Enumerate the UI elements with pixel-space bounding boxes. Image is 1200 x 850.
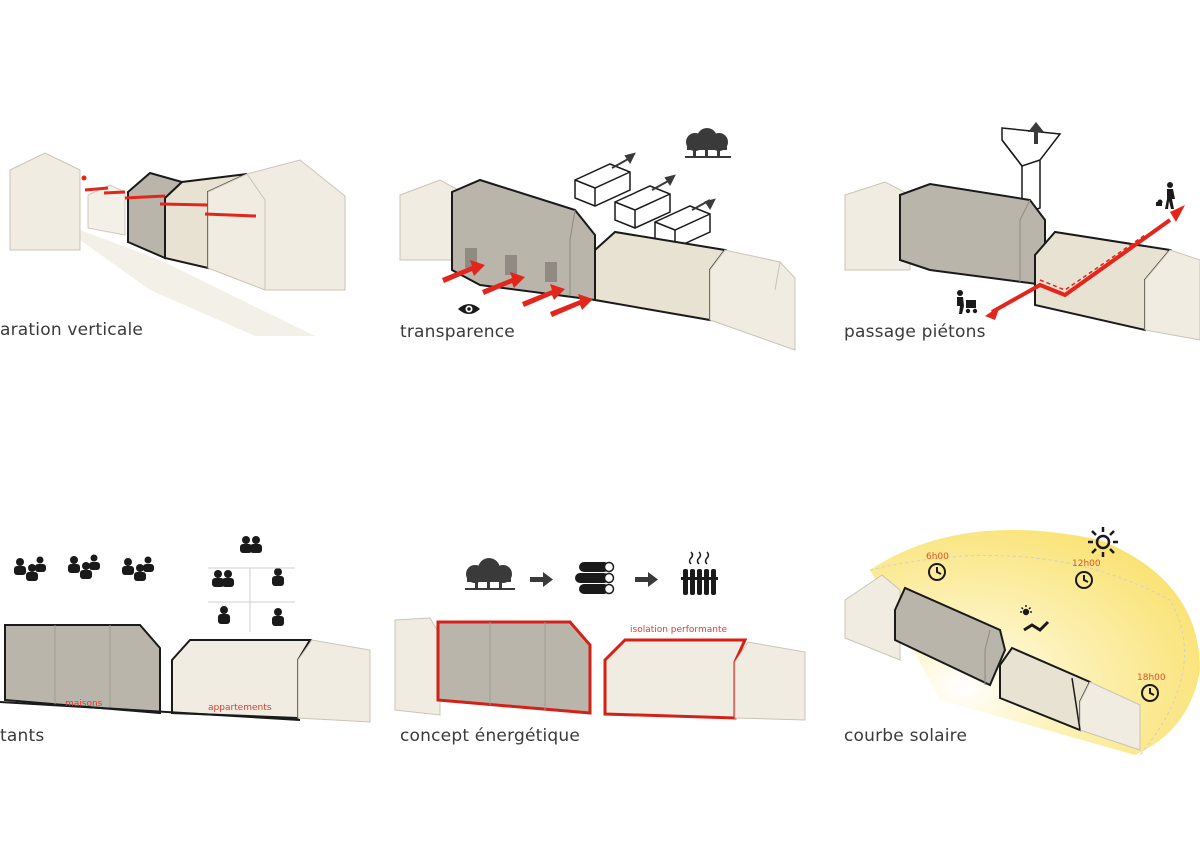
up-arrows	[611, 152, 716, 211]
time-6h: 6h00	[926, 552, 949, 562]
caption-vertical-separation: aration verticale	[0, 320, 144, 340]
panel-passage-pietons: passage piétons	[840, 120, 1200, 360]
caption-transparence: transparence	[400, 322, 515, 342]
arrow-icon	[635, 572, 658, 587]
label-maisons: maisons	[65, 699, 103, 709]
building-insulated-left	[436, 620, 592, 715]
wood-logs-icon	[575, 561, 615, 595]
eye-icon	[458, 304, 480, 314]
solar-curve-diagram: 6h00 12h00 18h00	[844, 527, 1200, 756]
time-12h: 12h00	[1072, 559, 1101, 569]
separation-lines	[84, 186, 257, 218]
pedestrian-icon	[1156, 182, 1175, 209]
building-maisons	[4, 624, 161, 715]
tree-icon	[465, 558, 515, 590]
panel-vertical-separation: aration verticale	[0, 140, 380, 360]
building-highlighted	[451, 178, 596, 302]
transparence-diagram	[399, 128, 796, 351]
arrow-icon	[530, 572, 553, 587]
pedestrian-passage-diagram	[844, 122, 1200, 341]
panel-concept-energetique: isolation performante concept énergétiqu…	[390, 540, 810, 760]
transparency-arrows	[442, 260, 593, 317]
panel-courbe-solaire: 6h00 12h00 18h00 courbe solaire	[840, 520, 1200, 760]
caption-concept-energetique: concept énergétique	[400, 726, 581, 746]
building-highlighted	[894, 586, 1007, 687]
habitants-diagram: maisons appartements	[0, 536, 371, 723]
building-insulated-right	[603, 638, 748, 720]
stroller-icon	[957, 290, 978, 314]
caption-courbe-solaire: courbe solaire	[844, 726, 968, 746]
panel-habitants: maisons appartements tants	[0, 530, 380, 760]
panel-transparence: transparence	[390, 120, 810, 360]
sunbed-icon	[1020, 605, 1050, 632]
up-arrow-icon	[1028, 122, 1044, 144]
passage-arrow	[985, 205, 1185, 320]
clock-icon	[928, 563, 1159, 702]
tree-icon	[685, 128, 731, 158]
label-appartements: appartements	[208, 703, 272, 713]
person-icon	[218, 568, 284, 626]
floating-volumes	[574, 163, 711, 249]
radiator-icon	[681, 551, 718, 595]
time-18h: 18h00	[1137, 673, 1166, 683]
label-insulation: isolation performante	[630, 625, 727, 635]
caption-passage-pietons: passage piétons	[844, 322, 986, 342]
sun-icon	[1088, 527, 1118, 557]
people-group-icon	[14, 536, 262, 587]
building-left	[9, 152, 81, 251]
energy-concept-diagram: isolation performante	[394, 551, 806, 721]
vertical-separation-diagram	[9, 152, 346, 336]
caption-habitants: tants	[0, 726, 45, 746]
